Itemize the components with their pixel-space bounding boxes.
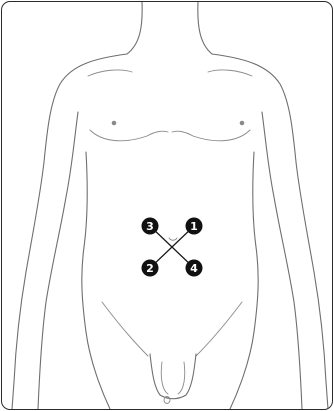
marker-1-label: 1 bbox=[190, 220, 198, 233]
right-inguinal-line bbox=[196, 302, 242, 356]
marker-3-label: 3 bbox=[146, 220, 154, 233]
left-inner-arm bbox=[38, 112, 78, 409]
navel bbox=[169, 238, 177, 240]
marker-2: 2 bbox=[142, 260, 159, 277]
left-collarbone bbox=[88, 70, 132, 76]
marker-1: 1 bbox=[186, 218, 203, 235]
neck-left bbox=[127, 2, 142, 54]
neck-right bbox=[198, 2, 212, 54]
left-nipple bbox=[112, 121, 117, 126]
marker-3: 3 bbox=[142, 218, 159, 235]
right-collarbone bbox=[208, 70, 252, 76]
right-pectoral bbox=[172, 130, 250, 141]
right-inner-arm bbox=[262, 112, 302, 409]
human-torso-figure: 3 1 2 4 bbox=[2, 2, 332, 409]
marker-4-label: 4 bbox=[190, 262, 198, 275]
genital-outline bbox=[150, 354, 196, 399]
genital-detail bbox=[161, 362, 185, 394]
right-shoulder-arm bbox=[212, 54, 328, 409]
marker-4: 4 bbox=[186, 260, 203, 277]
left-inguinal-line bbox=[102, 302, 148, 356]
marker-2-label: 2 bbox=[146, 262, 154, 275]
right-nipple bbox=[240, 121, 245, 126]
left-pectoral bbox=[90, 130, 168, 141]
right-torso-side bbox=[230, 152, 258, 409]
left-torso-side bbox=[82, 152, 110, 409]
left-shoulder-arm bbox=[12, 54, 127, 409]
